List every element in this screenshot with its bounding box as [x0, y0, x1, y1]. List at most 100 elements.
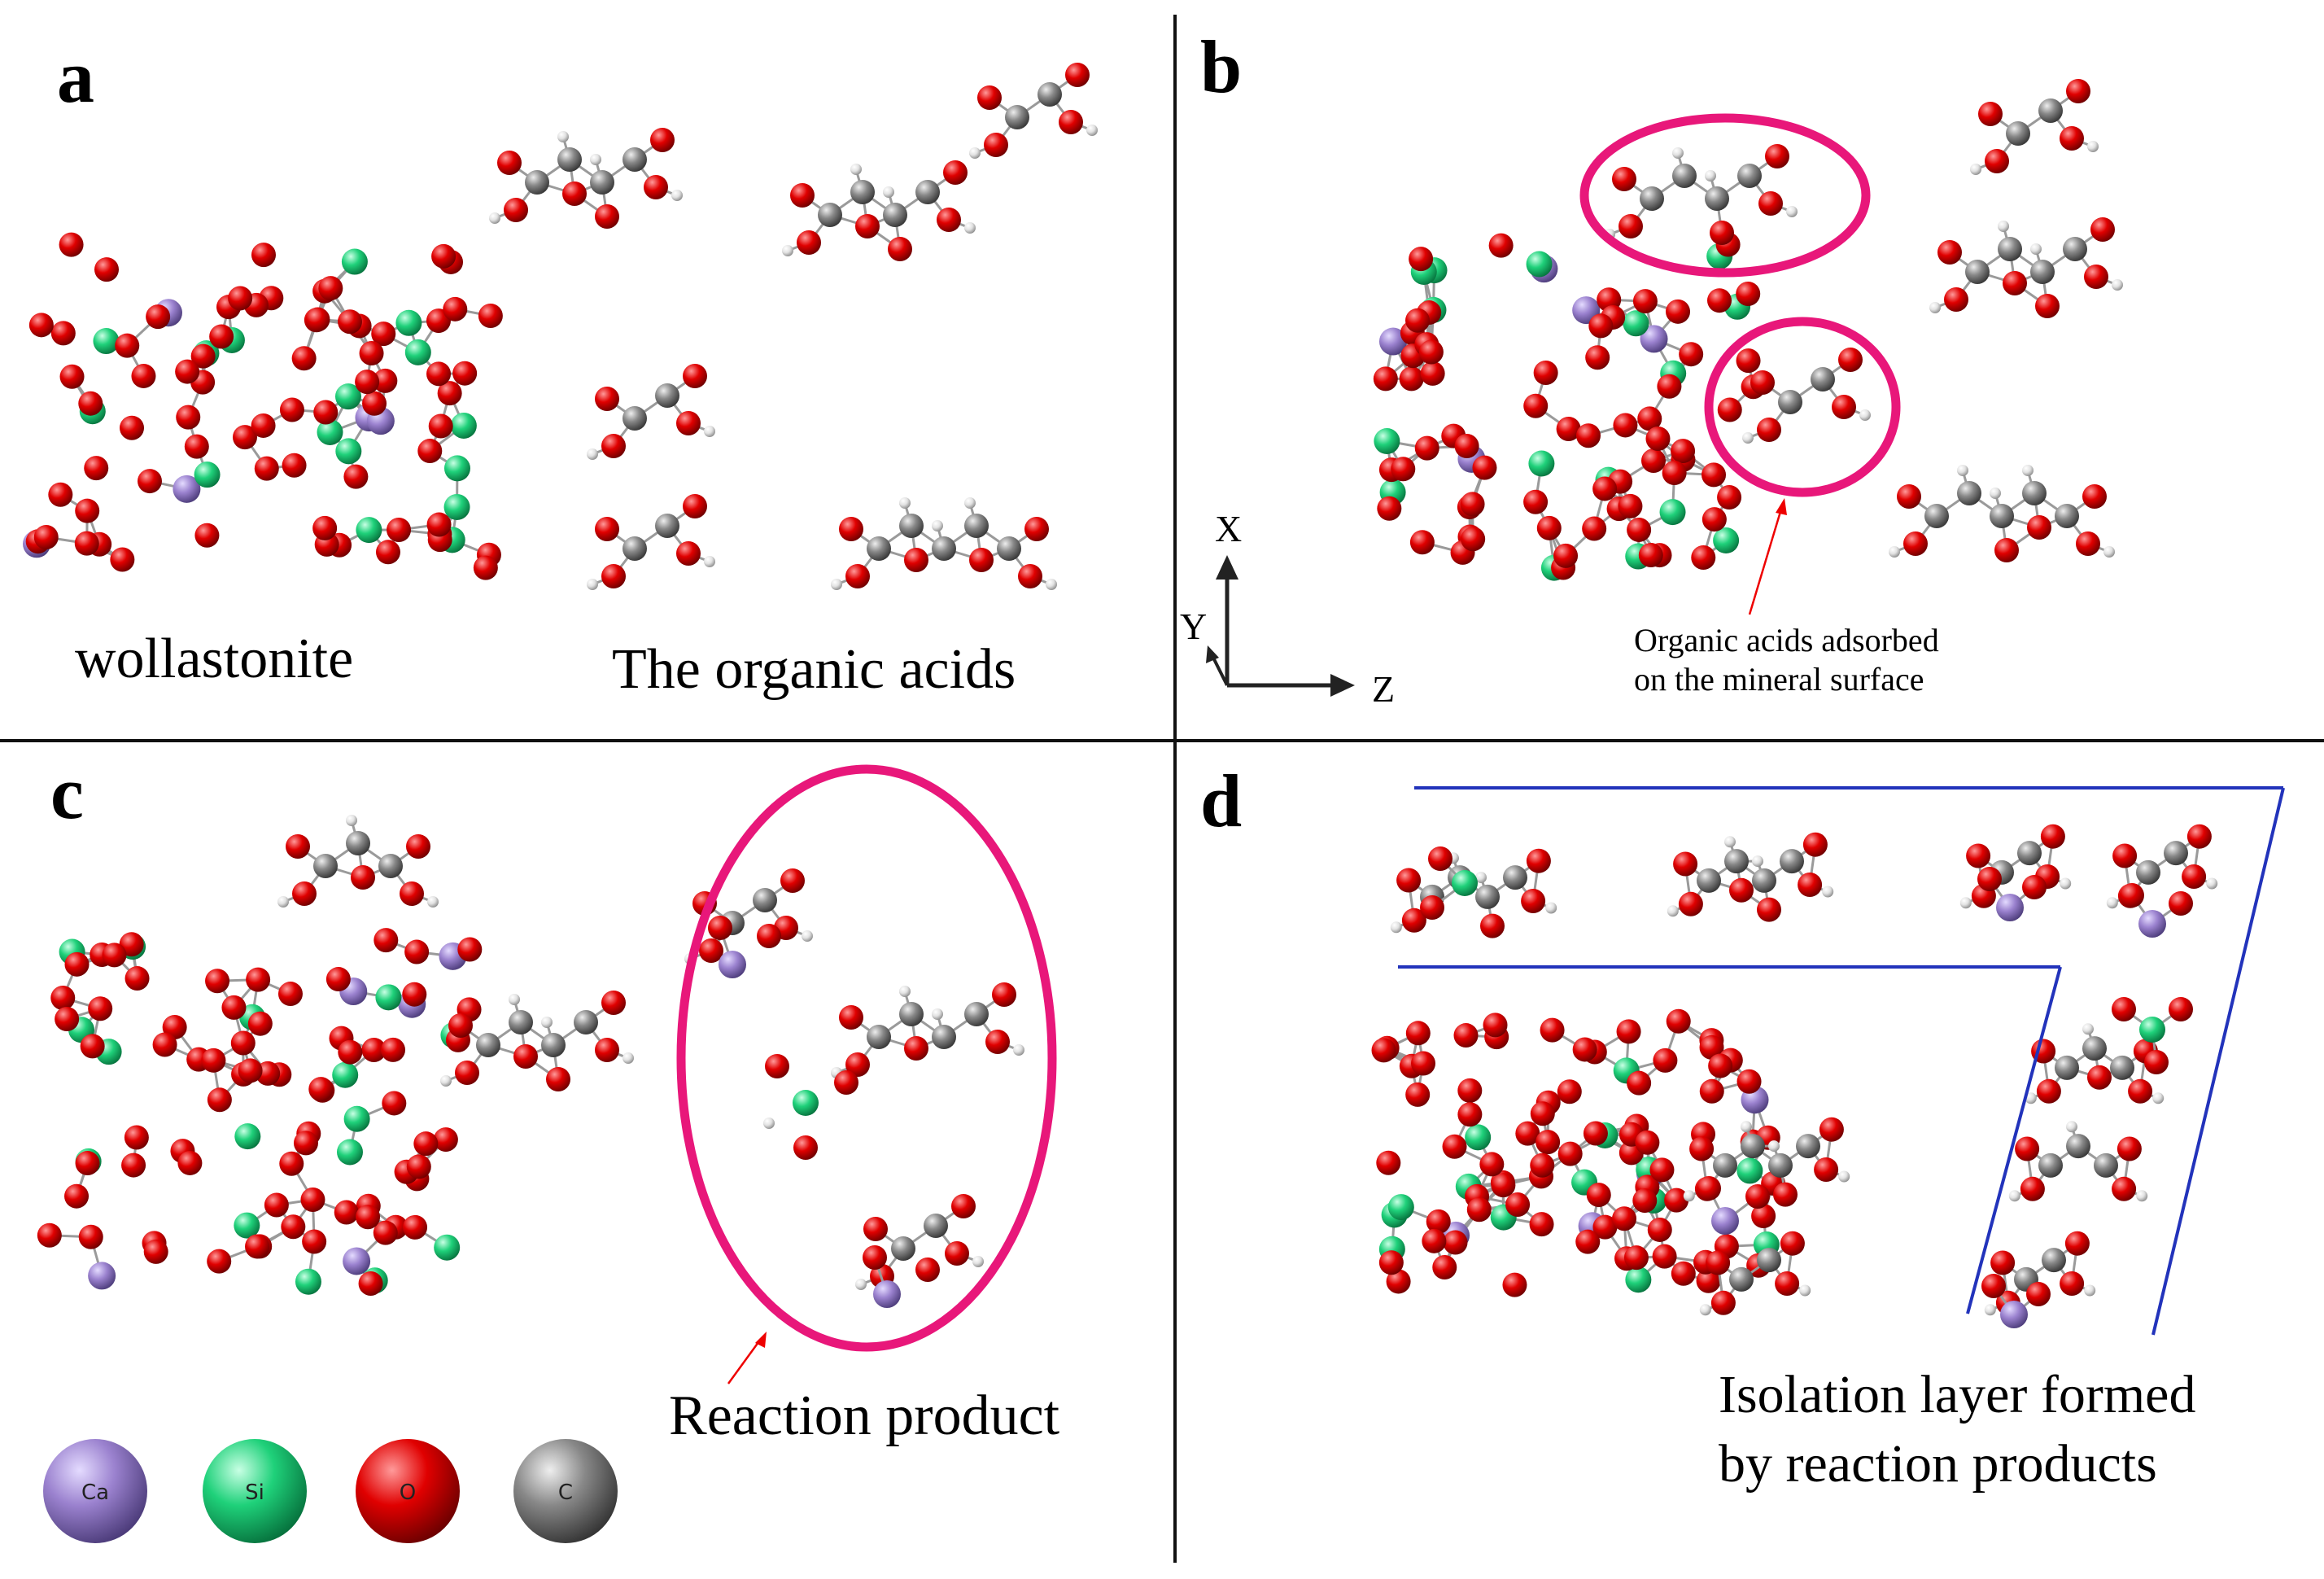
atom-o: [562, 182, 587, 206]
atom-ca: [1640, 325, 1668, 353]
atom-o: [1582, 516, 1607, 541]
atom-o: [1699, 1078, 1724, 1104]
atom-o: [797, 230, 821, 255]
atom-h: [1667, 905, 1679, 917]
atom-o: [1671, 439, 1696, 464]
atom-o: [1647, 1217, 1672, 1242]
wollastonite-cluster-c: [37, 928, 483, 1296]
atom-c: [1780, 849, 1804, 874]
atom-h: [2103, 546, 2115, 558]
atom-o: [2040, 824, 2065, 849]
atom-c: [924, 1214, 948, 1238]
atom-h: [1475, 872, 1487, 884]
isolation-layer-label-line-2: by reaction products: [1719, 1434, 2157, 1494]
atom-o: [1411, 1051, 1436, 1076]
atom-o: [845, 1052, 870, 1077]
atom-o: [1710, 1290, 1736, 1315]
atom-h: [969, 147, 981, 159]
atom-o: [1765, 144, 1789, 168]
atom-h: [964, 222, 976, 234]
isolation-acid-7: [1984, 1231, 2096, 1316]
adsorbed-annotation-line-2: on the mineral surface: [1634, 661, 1924, 698]
atom-c: [622, 406, 647, 431]
atom-o: [131, 363, 156, 388]
atom-h: [1984, 1304, 1996, 1316]
atom-c: [964, 514, 989, 538]
atom-c: [1752, 868, 1776, 893]
atom-h: [2136, 1190, 2148, 1202]
atom-o: [431, 243, 456, 269]
atom-o: [246, 967, 271, 992]
atom-o: [406, 834, 430, 859]
atom-h: [2084, 1284, 2096, 1297]
wollastonite-cluster-d: [1371, 1008, 1786, 1297]
atom-c: [883, 203, 907, 227]
atom-o: [84, 456, 109, 481]
atom-si: [1526, 251, 1553, 278]
atom-o: [137, 469, 162, 494]
axis-x-label: X: [1215, 508, 1242, 549]
panel-d-letter: d: [1200, 759, 1242, 842]
atom-o: [1460, 492, 1485, 517]
atom-o: [1409, 530, 1435, 555]
atom-h: [899, 986, 911, 997]
atom-o: [1018, 564, 1042, 588]
atom-h: [2008, 1190, 2020, 1202]
reaction-product-arrow: [727, 1338, 762, 1384]
atom-o: [1635, 1130, 1660, 1155]
atom-c: [1503, 865, 1527, 890]
atom-h: [883, 186, 894, 198]
atom-o: [2026, 1282, 2051, 1306]
atom-c: [2030, 260, 2055, 284]
atom-o: [992, 982, 1016, 1007]
atom-o: [546, 1067, 570, 1091]
atom-o: [845, 564, 870, 588]
atom-o: [80, 1034, 105, 1059]
adsorbed-acid-highlight-1: [1579, 113, 1871, 278]
atom-o: [282, 453, 307, 478]
svg-text:Si: Si: [245, 1481, 264, 1505]
atom-o: [1414, 435, 1439, 461]
reaction-product-3: [855, 1194, 984, 1290]
atom-o: [381, 1037, 406, 1062]
atom-o: [1616, 1019, 1641, 1044]
atom-o: [176, 405, 201, 430]
atom-o: [359, 341, 384, 366]
atom-si: [1465, 1124, 1492, 1151]
atom-o: [1750, 370, 1775, 395]
atom-o: [1529, 1212, 1554, 1237]
atom-ca: [2138, 910, 2166, 938]
atom-c: [378, 854, 403, 878]
atom-h: [855, 1279, 867, 1290]
atom-o: [708, 916, 732, 940]
atom-c: [1475, 884, 1500, 909]
atom-si: [1623, 310, 1649, 337]
atom-o: [834, 1070, 858, 1095]
atom-o: [426, 361, 452, 387]
atom-o: [945, 1241, 969, 1266]
atom-o: [1405, 1082, 1431, 1107]
atom-o: [1627, 1070, 1652, 1096]
atom-o: [1751, 1203, 1776, 1228]
atom-o: [2060, 126, 2084, 151]
atom-o: [175, 359, 200, 384]
atom-o: [1994, 538, 2019, 562]
atom-o: [1420, 361, 1445, 386]
atom-o: [1432, 1255, 1457, 1280]
atom-o: [888, 237, 912, 261]
atom-o: [2090, 217, 2115, 242]
atom-o: [1583, 1121, 1608, 1146]
atom-si: [404, 339, 431, 365]
atom-o: [448, 1013, 473, 1038]
acid-b-adsorbed-1: [1604, 144, 1798, 245]
atom-o: [1479, 1152, 1505, 1177]
atom-h: [440, 1075, 452, 1087]
atom-o: [1981, 1274, 2006, 1298]
atom-si: [443, 493, 470, 520]
atom-h: [1724, 836, 1736, 848]
atom-o: [402, 982, 427, 1007]
atom-o: [121, 1153, 146, 1178]
atom-h: [2087, 141, 2099, 152]
atom-o: [1657, 374, 1682, 399]
atom-c: [622, 147, 647, 172]
